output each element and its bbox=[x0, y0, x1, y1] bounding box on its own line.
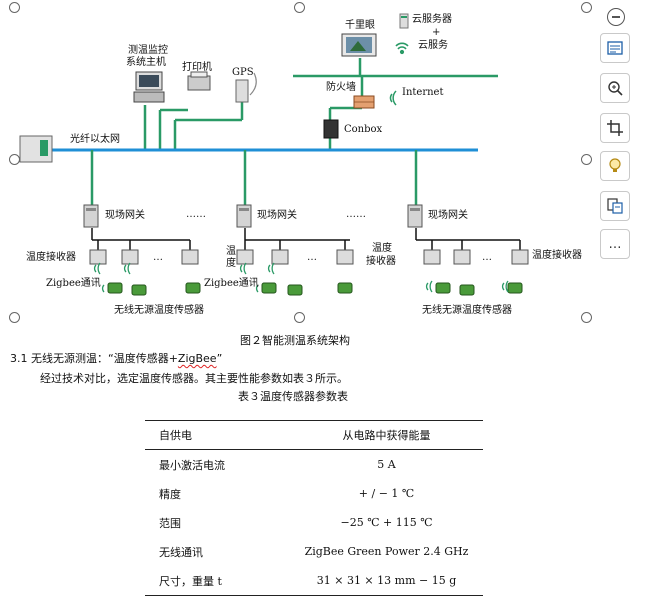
label-dots-3: … bbox=[482, 252, 492, 263]
gateway-icon-3 bbox=[407, 204, 423, 228]
table-row: 精度 + / − 1 ℃ bbox=[145, 479, 483, 508]
table-header-cell: 从电路中获得能量 bbox=[290, 420, 483, 450]
label-cloud-server: 云服务器 bbox=[412, 14, 452, 25]
body-paragraph: 经过技术对比，选定温度传感器。其主要性能参数如表３所示。 bbox=[40, 372, 348, 385]
gateway-drops bbox=[90, 150, 418, 205]
label-receiver-2a: 温 bbox=[226, 246, 236, 257]
receiver-icons bbox=[89, 249, 529, 265]
resize-handle-middle-right[interactable] bbox=[581, 154, 592, 165]
label-gateway-2: 现场网关 bbox=[257, 210, 297, 221]
main-server-icon bbox=[19, 135, 53, 163]
layout-options-icon bbox=[607, 41, 623, 55]
label-monitor-host-2: 系统主机 bbox=[126, 57, 166, 68]
table-cell: 31 × 31 × 13 mm − 15 g bbox=[290, 566, 483, 596]
printer-icon bbox=[187, 71, 211, 91]
gps-receiver-icon bbox=[235, 72, 257, 103]
idea-button[interactable] bbox=[600, 151, 630, 181]
label-ellipsis-1: …… bbox=[186, 209, 206, 220]
table-cell: 精度 bbox=[159, 487, 181, 501]
label-internet: Internet bbox=[402, 87, 444, 98]
table-row: 尺寸，重量 t 31 × 31 × 13 mm − 15 g bbox=[145, 566, 483, 596]
table-cell: −25 ℃ + 115 ℃ bbox=[340, 516, 433, 529]
receiver-buses bbox=[91, 228, 521, 250]
wifi-icon bbox=[395, 42, 409, 55]
label-receiver-3a: 温度 bbox=[372, 243, 392, 254]
label-receiver-4: 温度接收器 bbox=[532, 250, 582, 261]
zoom-icon bbox=[608, 81, 623, 96]
table-cell: 范围 bbox=[159, 516, 181, 530]
label-zigbee-1: Zigbee通讯 bbox=[46, 278, 101, 289]
monitor-host-icon bbox=[133, 71, 165, 103]
label-wireless-sensor-1: 无线无源温度传感器 bbox=[114, 305, 204, 316]
conbox-icon bbox=[323, 119, 339, 139]
sensor-icons bbox=[107, 282, 523, 296]
resize-handle-bottom-center[interactable] bbox=[294, 312, 305, 323]
label-cloud-service: 云服务 bbox=[418, 40, 448, 51]
resize-handle-top-right[interactable] bbox=[581, 2, 592, 13]
zoom-button[interactable] bbox=[600, 73, 630, 103]
label-receiver-1: 温度接收器 bbox=[26, 252, 76, 263]
label-receiver-2b: 度 bbox=[226, 258, 236, 269]
more-button[interactable]: … bbox=[600, 229, 630, 259]
table-cell: + / − 1 ℃ bbox=[358, 487, 415, 500]
label-ellipsis-2: …… bbox=[346, 209, 366, 220]
section-heading-suffix: ” bbox=[216, 352, 223, 365]
table-cell: ZigBee Green Power 2.4 GHz bbox=[304, 545, 469, 558]
label-firewall: 防火墙 bbox=[326, 82, 356, 93]
section-heading: 3.1 无线无源测温：“温度传感器+ZigBee” bbox=[10, 350, 222, 366]
table-header-row: 自供电 从电路中获得能量 bbox=[145, 420, 483, 450]
gateway-icon-1 bbox=[83, 204, 99, 228]
resize-handle-middle-left[interactable] bbox=[9, 154, 20, 165]
label-monitor-host-1: 测温监控 bbox=[128, 45, 168, 56]
label-gateway-1: 现场网关 bbox=[105, 210, 145, 221]
crop-icon bbox=[607, 120, 623, 136]
architecture-diagram bbox=[19, 13, 529, 296]
label-wireless-sensor-2: 无线无源温度传感器 bbox=[422, 305, 512, 316]
table-row: 最小激活电流 5 A bbox=[145, 450, 483, 480]
table-cell: 5 A bbox=[377, 458, 396, 471]
label-gateway-3: 现场网关 bbox=[428, 210, 468, 221]
resize-handle-bottom-left[interactable] bbox=[9, 312, 20, 323]
section-heading-flagged-word: ZigBee bbox=[177, 352, 217, 365]
internet-icon bbox=[389, 90, 397, 106]
layout-options-button[interactable] bbox=[600, 33, 630, 63]
collapse-icon bbox=[612, 16, 620, 18]
resize-handle-top-left[interactable] bbox=[9, 2, 20, 13]
label-gps: GPS bbox=[232, 67, 254, 78]
label-zigbee-2: Zigbee通讯 bbox=[204, 278, 259, 289]
label-fiber-ethernet: 光纤以太网 bbox=[70, 134, 120, 145]
table-row: 无线通讯 ZigBee Green Power 2.4 GHz bbox=[145, 537, 483, 566]
gateway-icon-2 bbox=[236, 204, 252, 228]
table-row: 范围 −25 ℃ + 115 ℃ bbox=[145, 508, 483, 537]
parameter-table: 自供电 从电路中获得能量 最小激活电流 5 A 精度 + / − 1 ℃ 范围 … bbox=[145, 420, 483, 596]
crop-button[interactable] bbox=[600, 113, 630, 143]
section-heading-prefix: 3.1 无线无源测温：“温度传感器+ bbox=[10, 352, 178, 365]
qianliyan-monitor-icon bbox=[341, 33, 377, 57]
table-caption: 表３温度传感器参数表 bbox=[238, 390, 348, 403]
resize-handle-bottom-right[interactable] bbox=[581, 312, 592, 323]
resize-handle-top-center[interactable] bbox=[294, 2, 305, 13]
cloud-server-icon bbox=[399, 13, 409, 29]
label-receiver-3b: 接收器 bbox=[366, 256, 396, 267]
zigbee-signal-icons bbox=[93, 262, 509, 293]
label-dots-2: … bbox=[307, 252, 317, 263]
table-cell: 最小激活电流 bbox=[159, 458, 225, 472]
label-conbox: Conbox bbox=[344, 124, 383, 135]
picture-translate-button[interactable] bbox=[600, 191, 630, 221]
picture-translate-icon bbox=[607, 198, 623, 214]
figure-caption: 图２智能测温系统架构 bbox=[240, 334, 350, 347]
idea-icon bbox=[609, 158, 621, 172]
collapse-button[interactable] bbox=[607, 8, 625, 26]
label-qianliyan: 千里眼 bbox=[345, 20, 375, 31]
table-cell: 无线通讯 bbox=[159, 545, 203, 559]
firewall-icon bbox=[353, 95, 375, 109]
table-header-cell: 自供电 bbox=[145, 420, 290, 450]
table-cell: 尺寸，重量 t bbox=[145, 566, 290, 596]
label-plus: + bbox=[432, 27, 441, 38]
more-icon: … bbox=[608, 236, 622, 252]
label-printer: 打印机 bbox=[182, 62, 212, 73]
label-dots-1: … bbox=[153, 252, 163, 263]
